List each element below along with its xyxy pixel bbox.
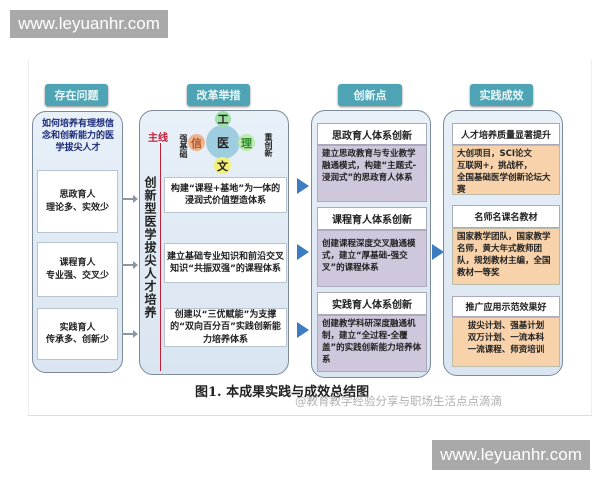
strong-foundation-label: 强基础	[179, 134, 188, 158]
problem-item: 思政育人 理论多、实效少	[37, 170, 118, 233]
problem-item: 实践育人 传承多、创新少	[37, 308, 118, 360]
innovation-label: 重创新	[264, 133, 273, 157]
result-title: 名师名课名教材	[452, 205, 560, 228]
reform-vertical-title: 创新型医学拔尖人才培养	[143, 176, 157, 319]
result-body: 拔尖计划、强基计划 双万计划、一流本科 一流课程、师资培训	[452, 317, 560, 367]
engineering-circle: 工	[215, 111, 231, 127]
watermark-top: www.leyuanhr.com	[10, 10, 168, 38]
header-reforms: 改革举措	[187, 84, 250, 106]
header-results: 实践成效	[470, 84, 533, 106]
arrow	[122, 261, 138, 269]
watermark-bottom: www.leyuanhr.com	[432, 440, 590, 470]
mainline-line	[160, 143, 161, 371]
faith-circle: 信	[188, 134, 205, 151]
header-innovations: 创新点	[338, 84, 402, 106]
innovation-body: 创建教学科研深度融通机制，建立“全过程-全覆盖”的实践创新能力培养体系	[317, 315, 427, 372]
arrow	[122, 195, 138, 203]
innovation-body: 创建课程深度交叉融通模式，建立“厚基础-强交叉”的课程体系	[317, 230, 427, 287]
result-title: 人才培养质量显著提升	[452, 123, 560, 145]
arrow-right-icon	[297, 178, 309, 194]
innovation-title: 实践育人体系创新	[317, 292, 427, 315]
arrow-right-icon	[432, 244, 444, 260]
mainline-label: 主线	[148, 133, 168, 144]
reform-item: 建立基础专业知识和前沿交叉知识“共振双强”的课程体系	[164, 243, 287, 283]
reform-item: 构建“课程+基地”为一体的浸润式价值塑造体系	[164, 177, 287, 213]
arrow-right-icon	[297, 244, 309, 260]
arrow-right-icon	[297, 322, 309, 338]
figure-frame	[28, 60, 592, 416]
innovation-title: 课程育人体系创新	[317, 207, 427, 230]
problem-question: 如何培养有理想信念和创新能力的医学拔尖人才	[41, 119, 114, 154]
innovation-body: 建立思政教育与专业教学融通模式，构建“主题式-浸润式”的思政育人体系	[317, 145, 427, 202]
arrow	[122, 330, 138, 338]
arts-circle: 文	[214, 157, 231, 174]
reform-item: 创建以“三优赋能”为支撑的“双向百分百”实践创新能力培养体系	[164, 308, 287, 347]
result-body: 大创项目，SCI论文 互联网+，挑战杯， 全国基础医学创新论坛大赛	[452, 145, 560, 195]
header-problems: 存在问题	[45, 84, 108, 106]
problem-item: 课程育人 专业强、交叉少	[37, 242, 118, 297]
overlay-watermark: @教育教学经验分享与职场生活点点滴滴	[295, 394, 502, 408]
science-circle: 理	[238, 134, 255, 151]
result-body: 国家教学团队，国家教学名师，黄大年式教师团队，规划教材主编，全国教材一等奖	[452, 228, 560, 285]
medicine-circle: 医	[206, 125, 240, 159]
figure-caption: 图1. 本成果实践与成效总结图	[195, 385, 370, 400]
innovation-title: 思政育人体系创新	[317, 123, 427, 145]
result-title: 推广应用示范效果好	[452, 296, 560, 317]
